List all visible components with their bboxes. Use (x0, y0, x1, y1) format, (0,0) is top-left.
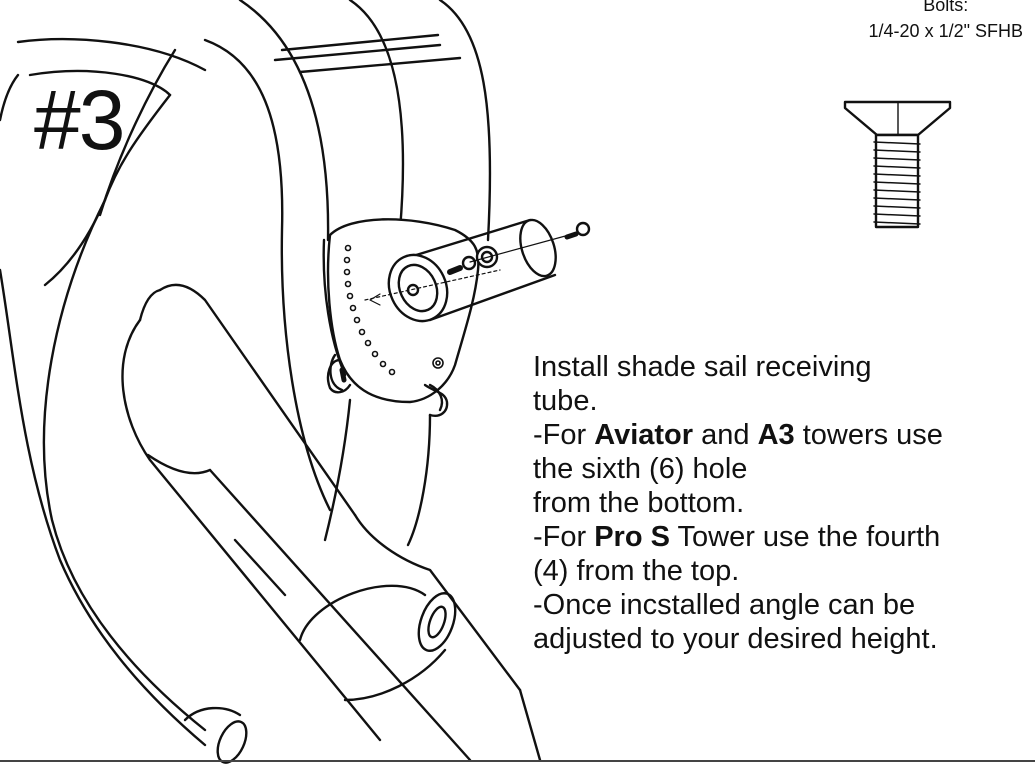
text-fragment: and (693, 419, 758, 451)
clamp-bracket (326, 358, 449, 417)
bolts-heading: Bolts: (923, 0, 969, 15)
instruction-line-aviator-a3: -For Aviator and A3 towers use (533, 418, 943, 452)
tube-bolt-hardware (364, 221, 591, 306)
tower-name-pro-s: Pro S (594, 521, 670, 553)
instruction-line: the sixth (6) hole (533, 453, 748, 485)
bolt-spec-callout: Bolts: 1/4-20 x 1/2" SFHB (869, 0, 1023, 44)
tower-name-aviator: Aviator (594, 419, 694, 451)
text-fragment: -For (533, 521, 595, 553)
receiving-tube (387, 218, 557, 323)
left-frame-tube (0, 38, 207, 747)
tower-name-a3: A3 (757, 419, 795, 451)
instruction-line: -Once incstalled angle can be (533, 589, 916, 621)
text-fragment: Tower use the fourth (669, 521, 941, 553)
instruction-line: tube. (533, 385, 598, 417)
arched-frame (203, 0, 492, 512)
instruction-line: Install shade sail receiving (533, 351, 872, 383)
adjustment-holes (343, 244, 444, 376)
diagonal-frame-bar (121, 283, 542, 762)
instruction-line: from the bottom. (533, 487, 745, 519)
mounting-plate (322, 218, 480, 412)
sfhb-bolt-illustration (843, 100, 952, 229)
step-number: #3 (34, 73, 125, 167)
vertical-post (323, 398, 432, 547)
text-fragment: towers use (794, 419, 943, 451)
instruction-line-pro-s: -For Pro S Tower use the fourth (533, 520, 943, 554)
text-fragment: -For (533, 419, 595, 451)
footer-rule (0, 760, 1035, 762)
instruction-line: adjusted to your desired height. (533, 623, 938, 655)
tube-stub (183, 584, 457, 764)
bolt-spec: 1/4-20 x 1/2" SFHB (868, 21, 1023, 41)
instructions-text: Install shade sail receiving tube. -For … (533, 350, 943, 656)
instruction-line: (4) from the top. (533, 555, 740, 587)
